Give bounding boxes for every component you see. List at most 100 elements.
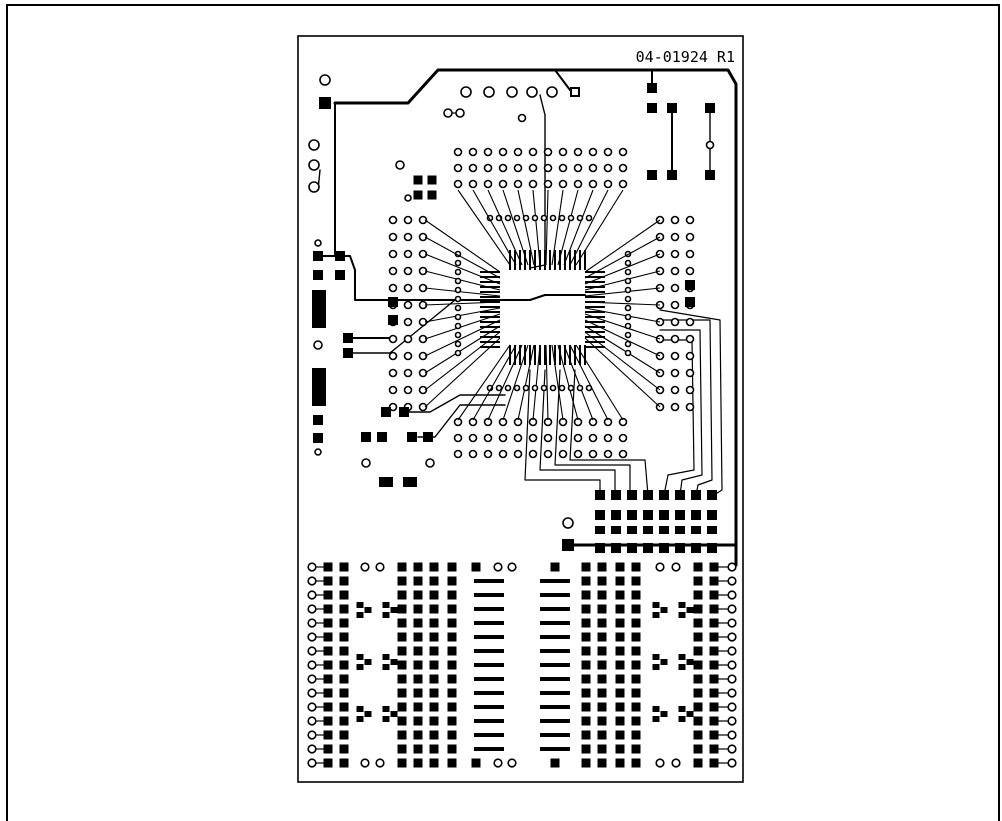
smd-pad (597, 576, 607, 586)
via-pad (618, 433, 628, 443)
via-pad (603, 163, 613, 173)
via-pad (618, 417, 628, 427)
via-pad (375, 758, 385, 768)
smd-pad (429, 618, 439, 628)
smd-pad (413, 562, 423, 572)
smd-pad (678, 664, 686, 670)
via-pad (588, 147, 598, 157)
via-pad (468, 417, 478, 427)
smd-pad (597, 618, 607, 628)
via-pad (685, 351, 695, 361)
via-pad (618, 449, 628, 459)
smd-pad (323, 576, 333, 586)
via-pad (624, 340, 632, 348)
smd-pad (377, 432, 387, 442)
smd-pad (364, 607, 372, 613)
smd-finger (474, 649, 504, 653)
via-pad (624, 295, 632, 303)
smd-pad (691, 543, 701, 553)
smd-pad (615, 716, 625, 726)
via-pad (603, 449, 613, 459)
smd-pad (647, 83, 657, 93)
smd-pad (471, 562, 481, 572)
via-pad (468, 433, 478, 443)
via-pad (454, 313, 462, 321)
smd-pad (471, 758, 481, 768)
via-pad (498, 179, 508, 189)
via-pad (375, 562, 385, 572)
trace-segment (517, 344, 535, 421)
via-pad (670, 266, 680, 276)
smd-pad (685, 297, 695, 307)
smd-pad (595, 510, 605, 520)
smd-pad (678, 716, 686, 722)
via-pad (670, 232, 680, 242)
smd-pad (693, 716, 703, 726)
smd-pad (447, 730, 457, 740)
smd-pad (709, 562, 719, 572)
via-pad (307, 646, 317, 656)
via-pad (543, 147, 553, 157)
via-pad (618, 163, 628, 173)
smd-pad (339, 618, 349, 628)
via-pad (483, 433, 493, 443)
smd-pad (709, 758, 719, 768)
trace-segment (584, 253, 661, 285)
via-pad (388, 283, 398, 293)
smd-pad (611, 543, 621, 553)
smd-pad (709, 674, 719, 684)
smd-pad (597, 646, 607, 656)
via-pad (307, 758, 317, 768)
smd-pad (397, 660, 407, 670)
via-pad (308, 139, 320, 151)
smd-pad (627, 526, 637, 534)
smd-pad (709, 702, 719, 712)
via-pad (727, 730, 737, 740)
via-pad (313, 340, 323, 350)
smd-pad (615, 702, 625, 712)
smd-pad (364, 659, 372, 665)
trace-segment (487, 344, 523, 421)
via-pad (670, 351, 680, 361)
trace-segment (545, 189, 549, 266)
smd-pad (382, 654, 390, 660)
smd-pad (397, 688, 407, 698)
smd-pad (675, 543, 685, 553)
via-pad (403, 300, 413, 310)
smd-pad (597, 562, 607, 572)
via-pad (588, 179, 598, 189)
smd-pad (709, 618, 719, 628)
smd-pad (597, 632, 607, 642)
trace-segment (532, 344, 541, 421)
smd-pad (323, 730, 333, 740)
smd-pad (382, 664, 390, 670)
trace-segment (487, 189, 523, 266)
via-pad (513, 214, 521, 222)
via-pad (558, 147, 568, 157)
smd-pad (643, 510, 653, 520)
via-pad (418, 249, 428, 259)
via-pad (388, 385, 398, 395)
smd-pad (323, 660, 333, 670)
via-pad (454, 259, 462, 267)
smd-pad (615, 674, 625, 684)
smd-pad (323, 688, 333, 698)
smd-pad (693, 688, 703, 698)
smd-pad (581, 646, 591, 656)
trace-segment (551, 189, 564, 266)
smd-pad (429, 646, 439, 656)
via-pad (727, 758, 737, 768)
smd-pad (611, 490, 621, 500)
smd-pad (597, 688, 607, 698)
smd-pad (660, 711, 668, 717)
via-pad (727, 716, 737, 726)
smd-finger (540, 677, 570, 681)
via-pad (671, 758, 681, 768)
smd-pad (631, 660, 641, 670)
smd-pad (659, 510, 669, 520)
via-pad (670, 402, 680, 412)
via-pad (624, 259, 632, 267)
smd-pad (323, 590, 333, 600)
trace-segment (575, 344, 624, 421)
smd-finger (540, 705, 570, 709)
